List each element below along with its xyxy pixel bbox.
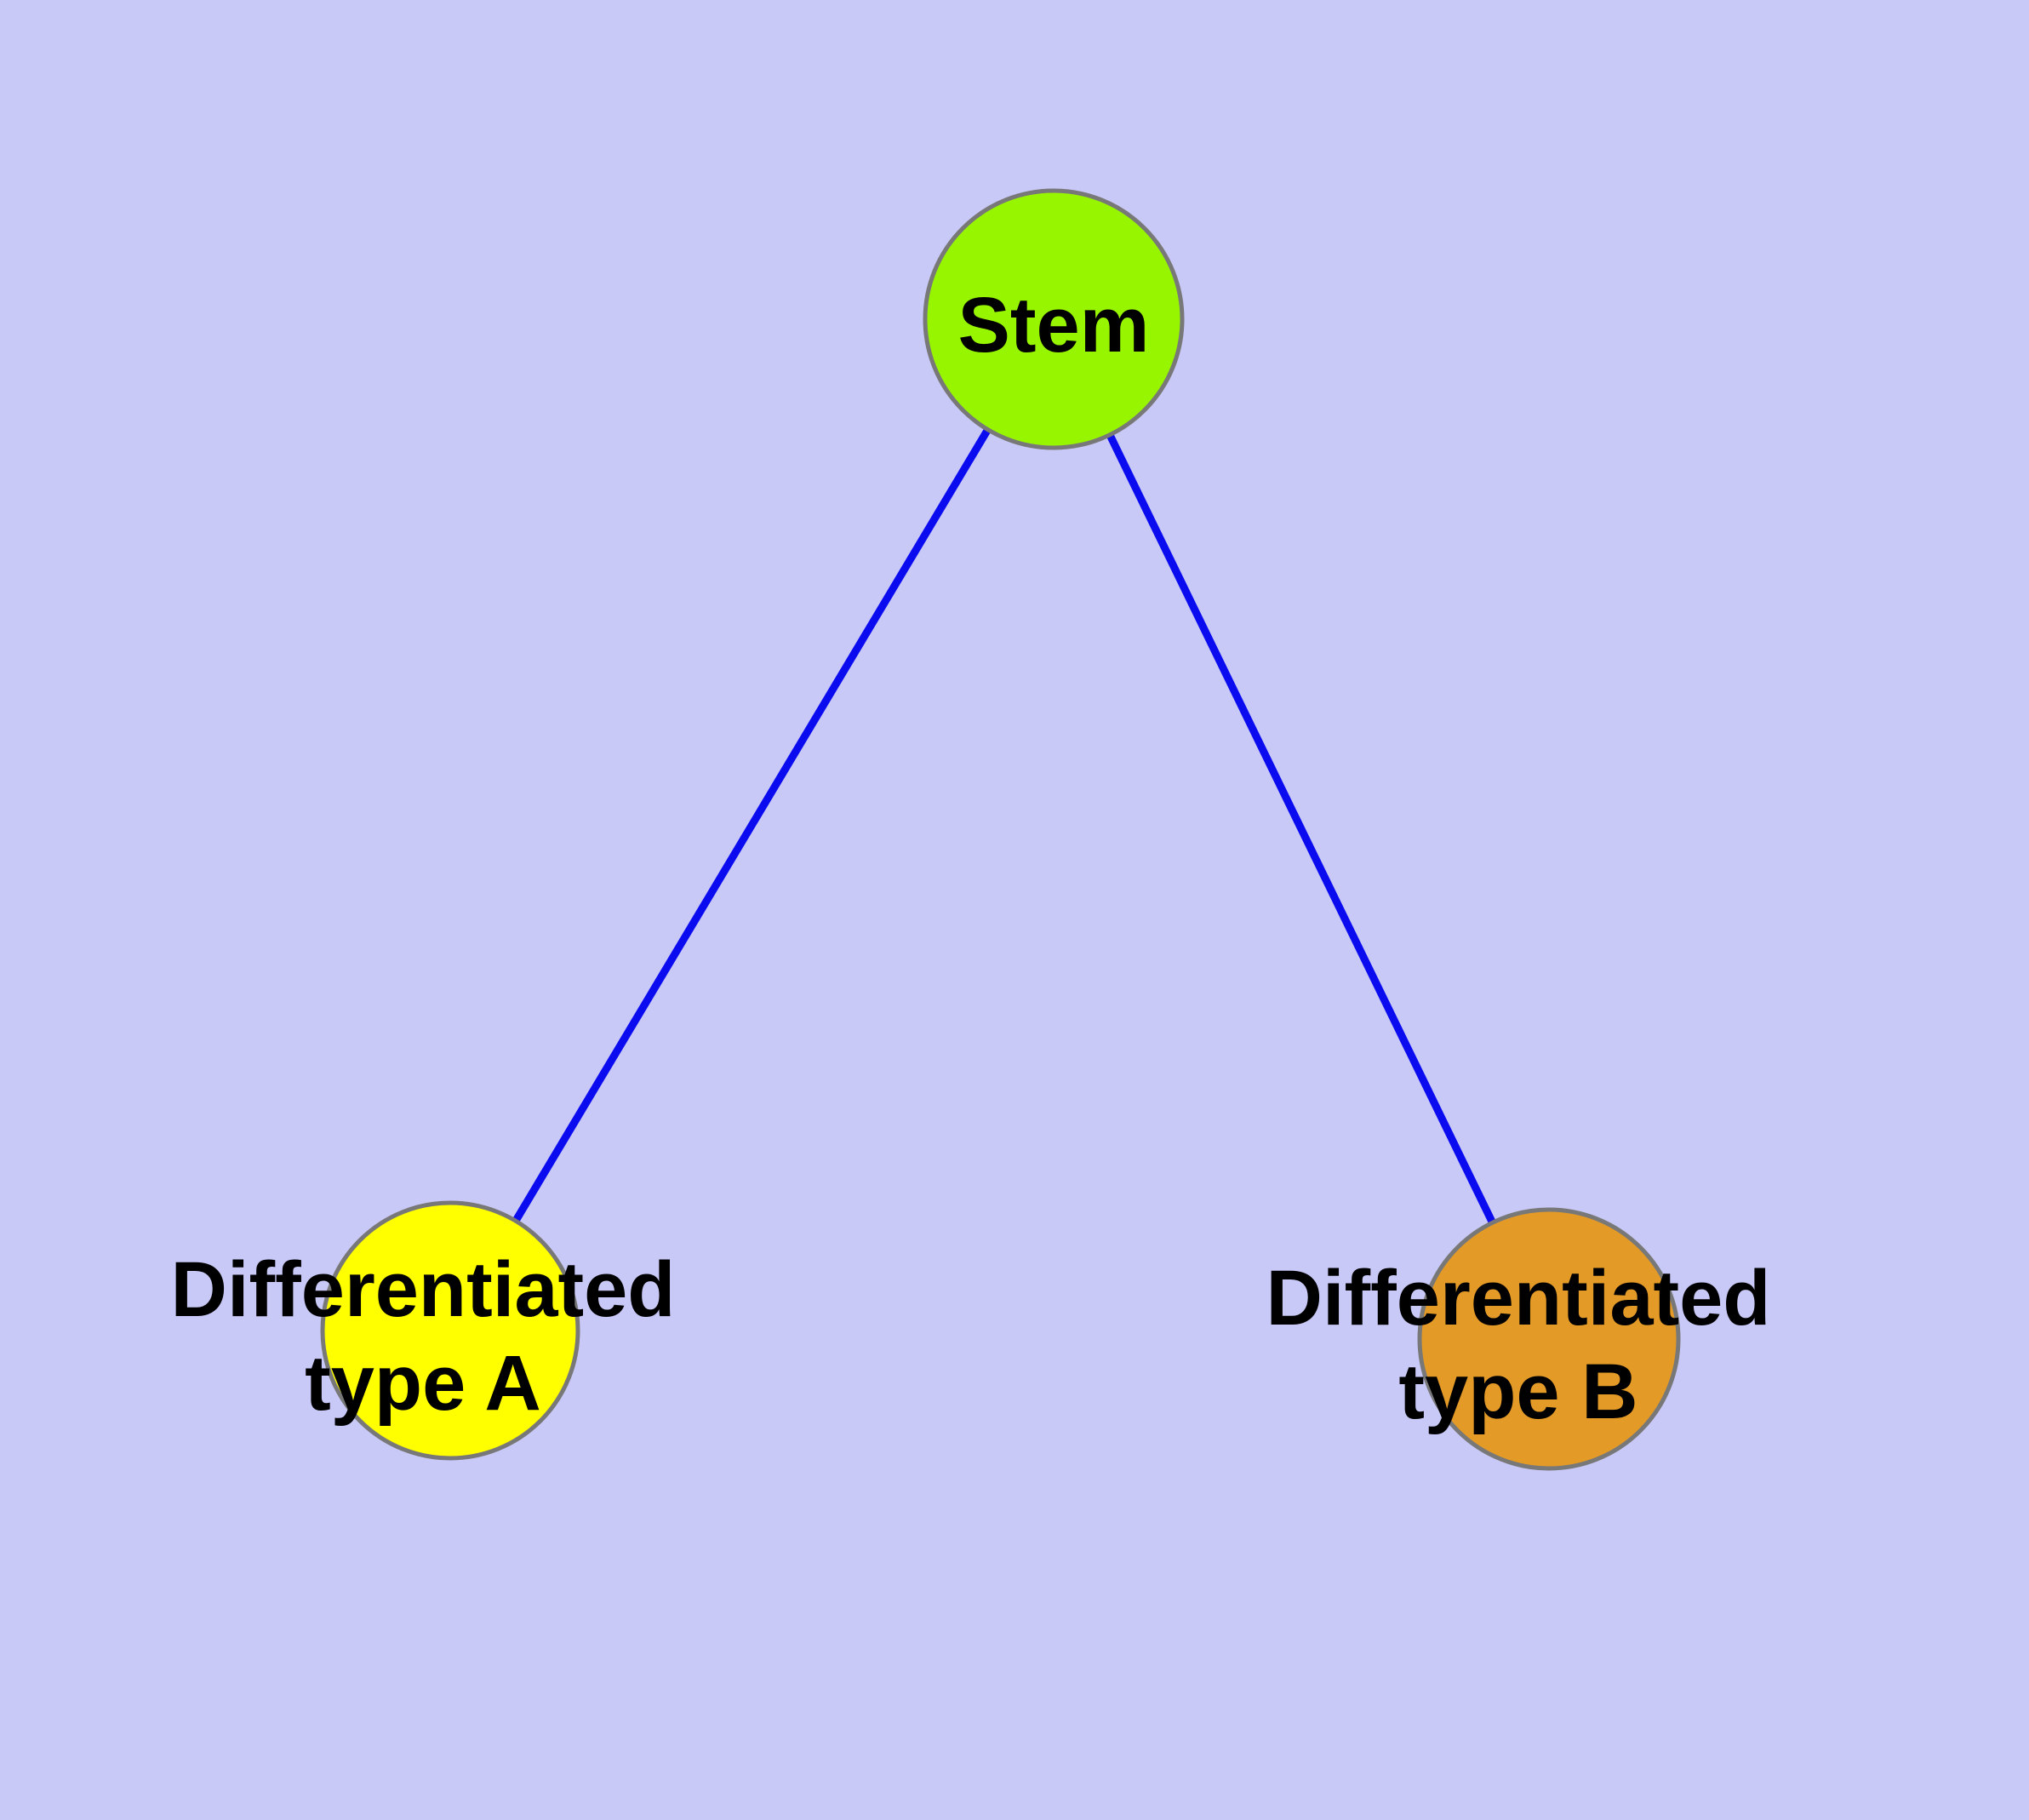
node-differentiated-type-a bbox=[320, 1200, 580, 1461]
node-stem bbox=[923, 188, 1185, 450]
node-label-line: Differentiated bbox=[1266, 1255, 1771, 1342]
node-label-stem: Stem bbox=[958, 282, 1150, 369]
node-label-line: type A bbox=[305, 1340, 541, 1427]
node-label-line: Stem bbox=[958, 282, 1150, 369]
node-label-line: type B bbox=[1398, 1348, 1637, 1435]
node-label-line: Differentiated bbox=[171, 1246, 676, 1333]
node-differentiated-type-b bbox=[1417, 1207, 1681, 1471]
edge-stem-to-differentiated-type-b bbox=[1049, 318, 1553, 1341]
edge-stem-to-differentiated-type-a bbox=[447, 317, 1057, 1333]
